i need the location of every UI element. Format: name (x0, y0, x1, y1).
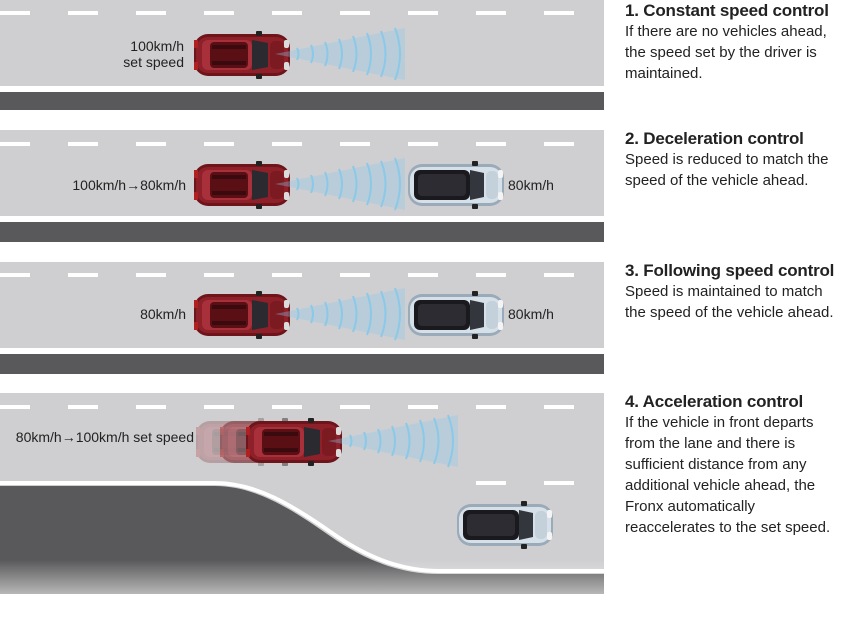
lane-edge-line (0, 348, 604, 352)
step-text: If the vehicle in front departs from the… (625, 414, 831, 536)
step-text: If there are no vehicles ahead, the spee… (625, 23, 827, 82)
silver-car (406, 290, 506, 340)
lane-edge-line (0, 216, 604, 220)
radar-beam (328, 414, 458, 468)
step-title: 4. Acceleration control (625, 392, 804, 411)
step-text: Speed is reduced to match the speed of t… (625, 151, 829, 189)
radar-beam (275, 27, 405, 81)
lead-speed-label: 80km/h (508, 177, 554, 193)
road-shoulder (0, 222, 604, 242)
speed-label: 100km/h set speed (110, 38, 184, 70)
speed-label-line1: 100km/h (130, 38, 184, 54)
step-2-description: 2. Deceleration control Speed is reduced… (625, 129, 840, 191)
step-title: 3. Following speed control (625, 261, 835, 280)
speed-label-line2: set speed (123, 54, 184, 70)
step-1-description: 1. Constant speed control If there are n… (625, 1, 840, 84)
radar-beam (275, 157, 405, 211)
speed-label: 100km/h→80km/h (72, 177, 186, 193)
step-title: 2. Deceleration control (625, 129, 804, 148)
bottom-fade (0, 560, 844, 635)
speed-label: 80km/h→100km/h set speed (15, 429, 194, 445)
speed-label: 80km/h (140, 306, 186, 322)
lane-edge-line (0, 86, 604, 90)
step-4-description: 4. Acceleration control If the vehicle i… (625, 392, 840, 538)
lead-speed-label: 80km/h (508, 306, 554, 322)
road-shoulder (0, 354, 604, 374)
step-text: Speed is maintained to match the speed o… (625, 283, 834, 321)
radar-beam (275, 287, 405, 341)
step-title: 1. Constant speed control (625, 1, 829, 20)
silver-car-exiting (455, 500, 555, 550)
silver-car (406, 160, 506, 210)
road-shoulder (0, 92, 604, 110)
step-3-description: 3. Following speed control Speed is main… (625, 261, 840, 323)
